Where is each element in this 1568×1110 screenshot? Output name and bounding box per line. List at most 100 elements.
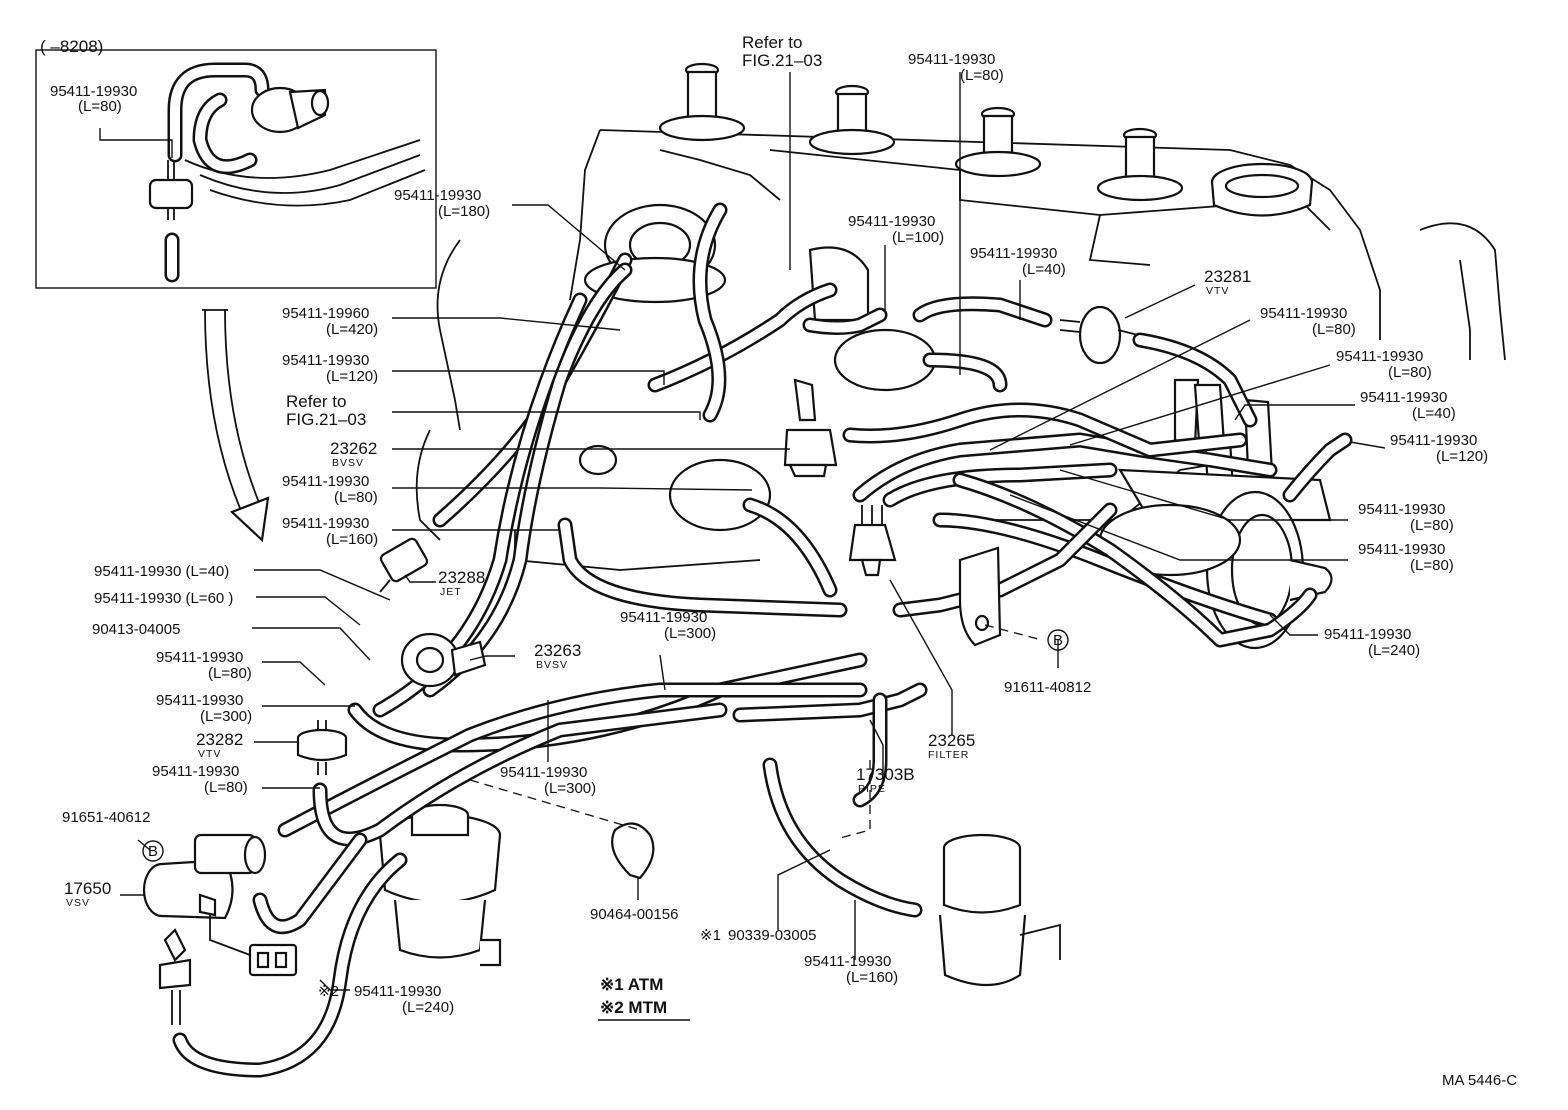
- inset-range-label: ( –8208): [40, 37, 103, 56]
- component-connector: [248, 943, 298, 977]
- label-h240b-part: 95411-19930: [1324, 626, 1411, 643]
- label-23282-part: 23282: [196, 730, 243, 749]
- egr-modulator-lower-right: [938, 833, 1061, 987]
- marker-b-right: B: [1047, 629, 1069, 651]
- label-h80g-part: 95411-19930: [1358, 541, 1445, 558]
- label-h60a: 95411-19930 (L=60 ): [94, 590, 233, 607]
- reference-code: MA 5446-C: [1442, 1072, 1517, 1089]
- marker-b-left-text: B: [148, 843, 158, 860]
- label-h160a-len: (L=160): [326, 531, 378, 548]
- label-17650-sub: VSV: [66, 897, 90, 909]
- cap-1: [658, 62, 746, 142]
- label-h40c-part: 95411-19930: [1360, 389, 1447, 406]
- label-h120b-len: (L=120): [1436, 448, 1488, 465]
- label-h420-part: 95411-19960: [282, 305, 369, 322]
- legend: ※1 ATM ※2 MTM: [598, 975, 690, 1021]
- label-90339: 90339-03005: [728, 927, 816, 944]
- inset-hose-len: (L=80): [78, 98, 122, 115]
- cap-4: [1096, 127, 1184, 202]
- label-23262-part: 23262: [330, 439, 377, 458]
- label-h420-len: (L=420): [326, 321, 378, 338]
- label-h120a-len: (L=120): [326, 368, 378, 385]
- mark-1-90339: ※1: [700, 927, 721, 944]
- label-h240a-part: 95411-19930: [354, 983, 441, 1000]
- marker-b-right-text: B: [1053, 632, 1063, 649]
- legend-mtm: ※2 MTM: [600, 998, 667, 1017]
- label-h80top-len: (L=80): [960, 67, 1004, 84]
- label-90464: 90464-00156: [590, 906, 678, 923]
- label-h80c-len: (L=80): [204, 779, 248, 796]
- label-h180-part: 95411-19930: [394, 187, 481, 204]
- refer-top-line1: Refer to: [742, 33, 802, 52]
- label-h100-len: (L=100): [892, 229, 944, 246]
- label-h80b-part: 95411-19930: [156, 649, 243, 666]
- label-h300c-part: 95411-19930: [500, 764, 587, 781]
- component-filter-23265: [848, 505, 897, 577]
- label-h40b-part: 95411-19930: [970, 245, 1057, 262]
- label-h40a: 95411-19930 (L=40): [94, 563, 229, 580]
- label-h80top-part: 95411-19930: [908, 51, 995, 68]
- label-h80e-len: (L=80): [1388, 364, 1432, 381]
- callout-labels: ( –8208) 95411-19930 (L=80) Refer to FIG…: [40, 33, 1488, 1016]
- label-h80b-len: (L=80): [208, 665, 252, 682]
- label-h100-part: 95411-19930: [848, 213, 935, 230]
- cap-3: [954, 106, 1042, 178]
- label-23262-sub: BVSV: [332, 457, 364, 469]
- component-jet-23288: [379, 537, 429, 593]
- inset-arrow: [202, 309, 270, 543]
- label-17303-sub: PIPE: [858, 783, 886, 795]
- cap-2: [808, 84, 896, 156]
- component-vsv-17650: [142, 833, 267, 956]
- label-23281-sub: VTV: [1206, 285, 1229, 297]
- component-vtv-23282: [296, 720, 348, 775]
- label-h120b-part: 95411-19930: [1390, 432, 1477, 449]
- label-h300a-len: (L=300): [200, 708, 252, 725]
- label-23265-part: 23265: [928, 731, 975, 750]
- component-clip-90464: [611, 822, 655, 880]
- label-h80a-part: 95411-19930: [282, 473, 369, 490]
- mark-2-hose: ※2: [318, 983, 339, 1000]
- inset-hose-part: 95411-19930: [50, 83, 137, 100]
- label-23288-sub: JET: [440, 586, 462, 598]
- label-h300b-len: (L=300): [664, 625, 716, 642]
- label-h160b-len: (L=160): [846, 969, 898, 986]
- refer-mid-line2: FIG.21–03: [286, 410, 366, 429]
- label-23282-sub: VTV: [198, 748, 221, 760]
- component-bracket: [958, 546, 1002, 647]
- label-23263-part: 23263: [534, 641, 581, 660]
- legend-atm: ※1 ATM: [600, 975, 663, 994]
- label-91651: 91651-40612: [62, 809, 150, 826]
- label-90413: 90413-04005: [92, 621, 180, 638]
- component-bvsv-23262: [783, 378, 838, 478]
- component-sensor-bottom-left: [158, 928, 192, 1025]
- label-91611: 91611-40812: [1004, 679, 1091, 696]
- label-h180-len: (L=180): [438, 203, 490, 220]
- label-23265-sub: FILTER: [928, 749, 969, 761]
- component-vtv-23281: [1059, 305, 1139, 365]
- label-h160b-part: 95411-19930: [804, 953, 891, 970]
- refer-mid-line1: Refer to: [286, 392, 346, 411]
- valve-cover-caps: [658, 62, 1314, 217]
- component-bvsv-23263: [400, 632, 487, 688]
- label-h80c-part: 95411-19930: [152, 763, 239, 780]
- label-17303-part: 17303B: [856, 765, 915, 784]
- label-h80d-part: 95411-19930: [1260, 305, 1347, 322]
- inset-panel: [35, 49, 437, 289]
- label-h40b-len: (L=40): [1022, 261, 1066, 278]
- label-h300a-part: 95411-19930: [156, 692, 243, 709]
- label-h160a-part: 95411-19930: [282, 515, 369, 532]
- label-23288-part: 23288: [438, 568, 485, 587]
- label-h40c-len: (L=40): [1412, 405, 1456, 422]
- distributor-assembly: [1098, 378, 1333, 650]
- label-23281-part: 23281: [1204, 267, 1251, 286]
- leader-lines: [99, 72, 1386, 991]
- label-23263-sub: BVSV: [536, 659, 568, 671]
- label-h80d-len: (L=80): [1312, 321, 1356, 338]
- refer-top-line2: FIG.21–03: [742, 51, 822, 70]
- label-h80f-len: (L=80): [1410, 517, 1454, 534]
- oil-filler-cap: [1210, 162, 1314, 217]
- label-h300b-part: 95411-19930: [620, 609, 707, 626]
- label-h240a-len: (L=240): [402, 999, 454, 1016]
